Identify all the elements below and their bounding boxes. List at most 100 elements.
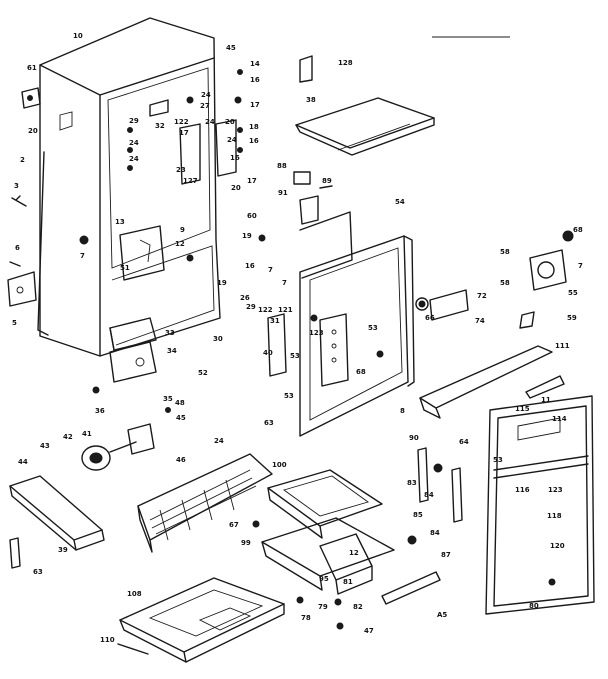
part-label: 100 — [272, 461, 287, 469]
part-label: 58 — [500, 279, 510, 287]
part-label: 20 — [231, 184, 241, 192]
part-label: 9 — [180, 226, 185, 234]
part-label: 24 — [129, 155, 139, 163]
screw-3 — [11, 195, 27, 207]
cabinet-shell — [37, 17, 221, 357]
relay-box-33 — [109, 317, 157, 351]
compressor-41 — [81, 423, 155, 471]
part-label: 20 — [225, 118, 235, 126]
part-label: 59 — [567, 314, 577, 322]
part-label: 17 — [179, 129, 189, 137]
part-label: 41 — [82, 430, 92, 438]
part-label: 68 — [573, 226, 583, 234]
part-label: 84 — [430, 529, 440, 537]
part-label: 91 — [278, 189, 288, 197]
relay-box-34 — [109, 341, 157, 383]
part-label: 121 — [278, 306, 293, 314]
part-label: 16 — [230, 154, 240, 162]
part-label: 63 — [33, 568, 43, 576]
part-label: 60 — [247, 212, 257, 220]
part-label: 16 — [245, 262, 255, 270]
part-label: 24 — [227, 136, 237, 144]
part-label: 95 — [319, 575, 329, 583]
part-label: 72 — [477, 292, 487, 300]
part-label: 88 — [277, 162, 287, 170]
part-label: 24 — [205, 118, 215, 126]
part-label: 54 — [395, 198, 405, 206]
part-label: 24 — [214, 437, 224, 445]
part-label: 99 — [241, 539, 251, 547]
part-label: 33 — [165, 329, 175, 337]
light-switch-72 — [415, 289, 469, 321]
part-label: 53 — [493, 456, 503, 464]
crisper-cover-38 — [295, 97, 435, 156]
part-label: 64 — [459, 438, 469, 446]
damper-assembly — [267, 313, 349, 387]
part-label: 74 — [475, 317, 485, 325]
part-label: 45 — [226, 44, 236, 52]
part-label: 80 — [529, 602, 539, 610]
part-label: 81 — [343, 578, 353, 586]
part-label: 26 — [240, 294, 250, 302]
part-label: 12 — [175, 240, 185, 248]
part-label: 13 — [115, 218, 125, 226]
part-label: 89 — [322, 177, 332, 185]
part-label: 7 — [268, 266, 273, 274]
part-label: 82 — [353, 603, 363, 611]
part-label: 108 — [127, 590, 142, 598]
drawer-pan-12 — [261, 517, 395, 595]
part-label: 7 — [282, 279, 287, 287]
part-label: 127 — [183, 177, 198, 185]
part-label: 7 — [80, 252, 85, 260]
part-label: 11 — [541, 396, 551, 404]
control-cluster — [119, 225, 194, 281]
part-label: 29 — [246, 303, 256, 311]
door-gasket-118 — [485, 395, 595, 615]
part-label: 67 — [229, 521, 239, 529]
part-label: A5 — [437, 611, 447, 619]
part-label: 123 — [309, 329, 324, 337]
part-label: 78 — [301, 614, 311, 622]
part-label: 114 — [552, 415, 567, 423]
part-label: 35 — [163, 395, 173, 403]
part-label: 66 — [425, 314, 435, 322]
part-label: 116 — [515, 486, 530, 494]
part-label: 19 — [217, 279, 227, 287]
part-label: 53 — [368, 324, 378, 332]
part-label: 31 — [270, 317, 280, 325]
part-label: 3 — [14, 182, 19, 190]
part-label: 52 — [198, 369, 208, 377]
base-rail-39 — [9, 475, 105, 551]
part-label: 29 — [129, 117, 139, 125]
part-label: 40 — [263, 349, 273, 357]
part-label: 18 — [249, 123, 259, 131]
part-label: 6 — [15, 244, 20, 252]
screw-6 — [9, 261, 21, 267]
part-label: 122 — [258, 306, 273, 314]
part-label: 63 — [264, 419, 274, 427]
part-label: 17 — [250, 101, 260, 109]
part-label: 51 — [120, 264, 130, 272]
part-label: 12 — [349, 549, 359, 557]
part-label: 48 — [175, 399, 185, 407]
part-label: 44 — [18, 458, 28, 466]
part-label: 16 — [250, 76, 260, 84]
misc-fasteners — [79, 234, 556, 630]
part-label: 2 — [20, 156, 25, 164]
part-label: 30 — [213, 335, 223, 343]
part-label: 43 — [40, 442, 50, 450]
part-63-left — [9, 537, 21, 569]
part-label: 10 — [73, 32, 83, 40]
part-label: 58 — [500, 248, 510, 256]
hinge-bottom-left — [7, 271, 37, 307]
part-label: 123 — [548, 486, 563, 494]
small-parts-88-91 — [293, 171, 333, 225]
part-label: 83 — [407, 479, 417, 487]
part-label: 36 — [95, 407, 105, 415]
part-label: 55 — [568, 289, 578, 297]
part-label: 110 — [100, 636, 115, 644]
part-label: 16 — [249, 137, 259, 145]
part-label: 61 — [27, 64, 37, 72]
part-label: 46 — [176, 456, 186, 464]
part-label: 17 — [247, 177, 257, 185]
